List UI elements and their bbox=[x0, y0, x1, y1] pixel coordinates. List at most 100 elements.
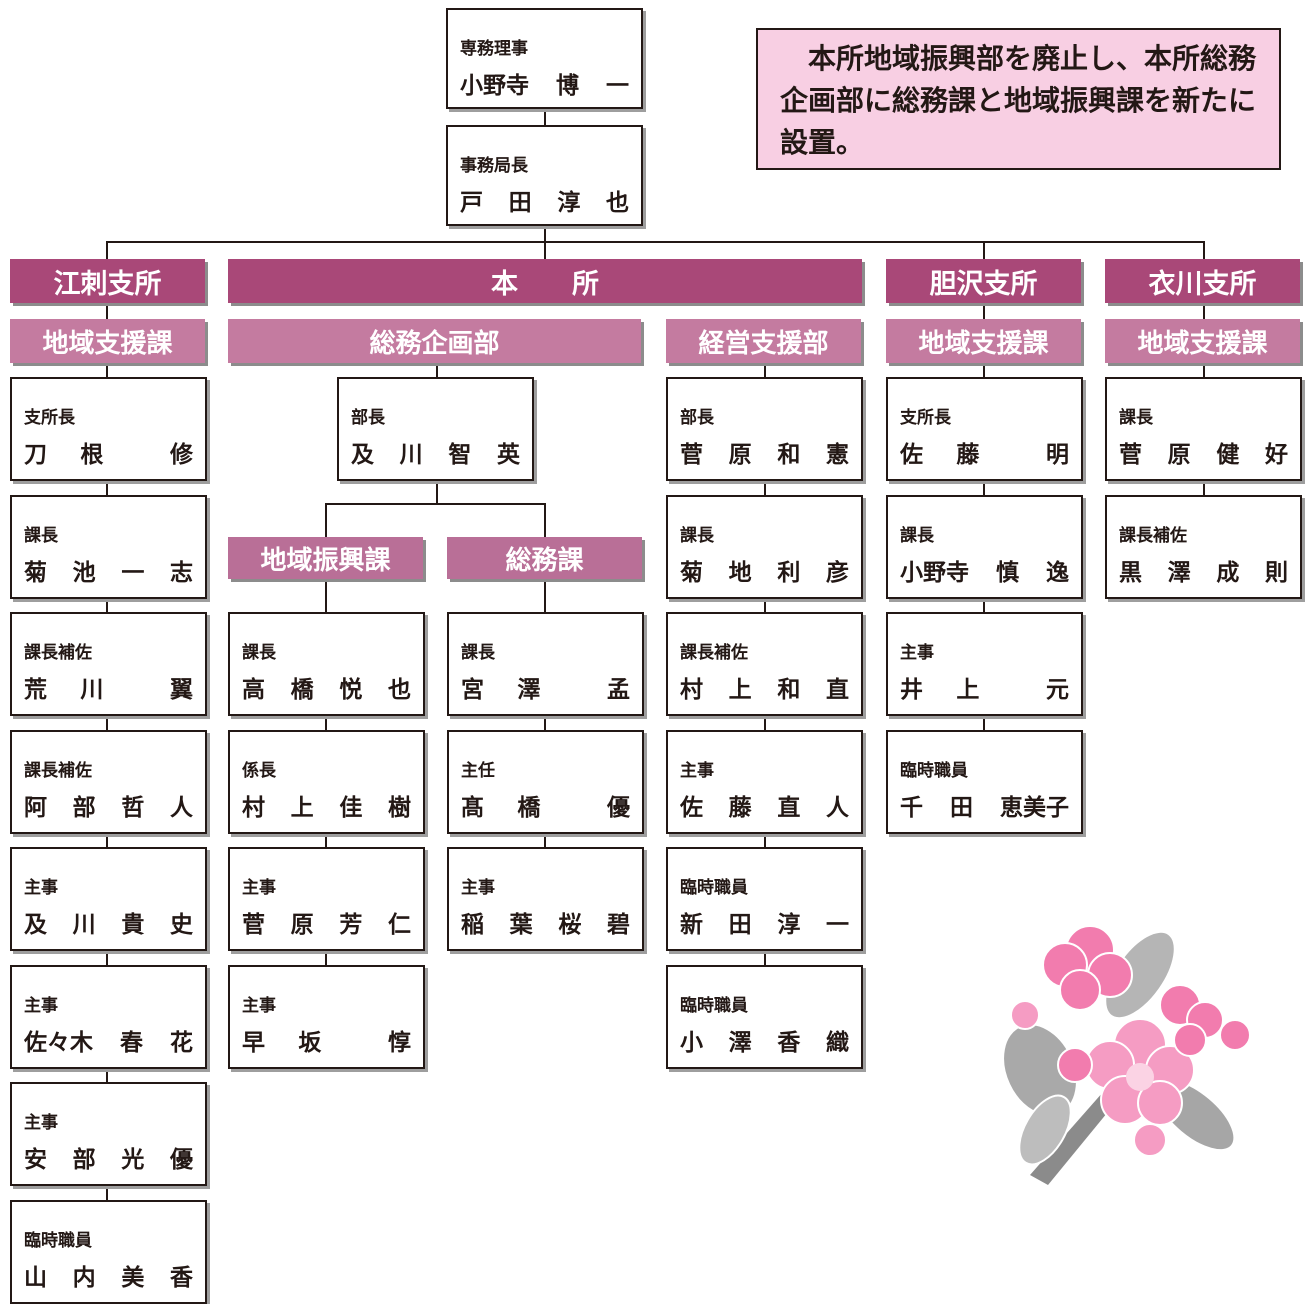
card-name: 千田恵美子 bbox=[900, 788, 1069, 822]
card-esashi-0: 支所長刀根修 bbox=[10, 377, 207, 481]
card-title: 主事 bbox=[242, 878, 276, 898]
division-honsho: 本 所 bbox=[228, 259, 862, 303]
name-part: 佐 bbox=[680, 794, 703, 821]
section-somu: 総務課 bbox=[447, 537, 642, 579]
name-part: 逸 bbox=[1046, 559, 1069, 586]
name-part: 藤 bbox=[956, 442, 980, 468]
card-title: 臨時職員 bbox=[680, 878, 748, 898]
connector-horizontal-main bbox=[106, 241, 1205, 243]
section-somu-kikaku: 総務企画部 bbox=[228, 319, 641, 363]
name-part: 上 bbox=[956, 677, 980, 703]
card-isawa-3: 臨時職員千田恵美子 bbox=[886, 729, 1083, 834]
blossom-center-icon bbox=[1126, 1063, 1154, 1091]
name-part: 佐 bbox=[900, 442, 923, 468]
name-part: 人 bbox=[169, 794, 193, 821]
division-isawa: 胆沢支所 bbox=[886, 259, 1081, 303]
name-part: 地 bbox=[728, 559, 752, 586]
name-part: 悦 bbox=[339, 677, 363, 703]
card-name: 戸田淳也 bbox=[460, 183, 629, 217]
name-part: 阿 bbox=[24, 794, 47, 821]
name-part: 也 bbox=[387, 677, 411, 703]
card-title: 課長 bbox=[461, 643, 495, 663]
card-keiei_shien-0: 部長菅原和憲 bbox=[666, 377, 863, 481]
card-title: 係長 bbox=[242, 760, 276, 781]
card-senmu-riji: 専務理事 小野寺博一 bbox=[446, 8, 643, 109]
card-title: 臨時職員 bbox=[24, 1230, 92, 1251]
name-part: 人 bbox=[825, 794, 849, 821]
card-chiiki_shinko-1: 係長村上佳樹 bbox=[228, 729, 425, 834]
name-part: 貴 bbox=[121, 912, 145, 938]
card-title: 課長 bbox=[242, 643, 276, 663]
card-title: 主事 bbox=[24, 878, 58, 898]
name-part: 一 bbox=[606, 73, 629, 99]
name-part: 佳 bbox=[339, 794, 363, 821]
card-somu-2: 主事稲葉桜碧 bbox=[447, 847, 644, 951]
name-part: 宮 bbox=[461, 677, 484, 703]
name-part: 博 bbox=[556, 73, 579, 99]
card-koromogawa-0: 課長菅原健好 bbox=[1105, 377, 1302, 481]
name-part: 田 bbox=[728, 912, 752, 938]
name-part: 織 bbox=[825, 1029, 849, 1056]
name-part: 葉 bbox=[509, 912, 533, 938]
name-part: 原 bbox=[1167, 442, 1191, 468]
name-part: 碧 bbox=[606, 912, 630, 938]
name-part: 小野寺 bbox=[460, 73, 529, 99]
name-part: 哲 bbox=[121, 794, 145, 821]
card-title: 臨時職員 bbox=[680, 995, 748, 1016]
name-part: 稲 bbox=[461, 912, 484, 938]
card-name: 菊池一志 bbox=[24, 553, 193, 587]
blossom-icon bbox=[1159, 984, 1224, 1057]
name-part: 菅 bbox=[1119, 442, 1142, 468]
name-part: 原 bbox=[728, 442, 752, 468]
name-part: 則 bbox=[1264, 559, 1288, 586]
connector-isawa-drop bbox=[983, 241, 985, 260]
connector-koromogawa-drop bbox=[1203, 241, 1205, 260]
name-part: 安 bbox=[24, 1147, 47, 1173]
section-esashi-chiiki-shien: 地域支援課 bbox=[10, 319, 205, 363]
name-part: 菅 bbox=[680, 442, 703, 468]
card-title: 主事 bbox=[24, 995, 58, 1016]
name-part: 新 bbox=[680, 912, 703, 938]
card-name: 村上和直 bbox=[680, 670, 849, 704]
name-part: 高 bbox=[242, 677, 265, 703]
name-part: 早 bbox=[242, 1029, 265, 1056]
name-part: 池 bbox=[72, 559, 96, 586]
section-koromogawa-chiiki-shien: 地域支援課 bbox=[1105, 319, 1300, 363]
name-part: 橋 bbox=[517, 794, 541, 821]
card-name: 小野寺 博 一 bbox=[460, 66, 629, 100]
card-isawa-2: 主事井上元 bbox=[886, 612, 1083, 716]
card-title: 事務局長 bbox=[460, 156, 528, 176]
card-title: 課長 bbox=[680, 525, 714, 546]
name-part: 智 bbox=[448, 442, 472, 468]
name-part: 直 bbox=[825, 677, 849, 703]
bud-icon bbox=[1057, 1047, 1093, 1083]
name-part: 菊 bbox=[24, 559, 47, 586]
card-somu-1: 主任髙橋優 bbox=[447, 729, 644, 834]
card-title: 主事 bbox=[680, 760, 714, 781]
card-esashi-1: 課長菊池一志 bbox=[10, 494, 207, 599]
name-part: 原 bbox=[290, 912, 314, 938]
card-title: 部長 bbox=[351, 408, 385, 428]
name-part: 千 bbox=[900, 794, 923, 821]
name-part: 也 bbox=[605, 190, 629, 216]
name-part: 部 bbox=[72, 794, 96, 821]
card-chiiki_shinko-3: 主事早坂惇 bbox=[228, 964, 425, 1069]
name-part: 利 bbox=[777, 559, 801, 586]
name-part: 澤 bbox=[1167, 559, 1191, 586]
name-part: 村 bbox=[680, 677, 703, 703]
card-name: 髙橋優 bbox=[461, 788, 630, 822]
name-part: 川 bbox=[72, 912, 96, 938]
card-name: 佐々木春花 bbox=[24, 1023, 193, 1057]
name-part: 刀 bbox=[24, 442, 47, 468]
card-isawa-1: 課長小野寺慎逸 bbox=[886, 494, 1083, 599]
card-name: 菅原芳仁 bbox=[242, 905, 411, 939]
name-part: 佐々木 bbox=[24, 1029, 93, 1056]
card-title: 課長 bbox=[24, 525, 58, 546]
name-part: 一 bbox=[825, 912, 849, 938]
card-esashi-3: 課長補佐阿部哲人 bbox=[10, 729, 207, 834]
name-part: 孟 bbox=[606, 677, 630, 703]
card-keiei_shien-4: 臨時職員新田淳一 bbox=[666, 847, 863, 951]
card-name: 高橋悦也 bbox=[242, 670, 411, 704]
name-part: 春 bbox=[120, 1029, 143, 1056]
card-esashi-4: 主事及川貴史 bbox=[10, 847, 207, 951]
